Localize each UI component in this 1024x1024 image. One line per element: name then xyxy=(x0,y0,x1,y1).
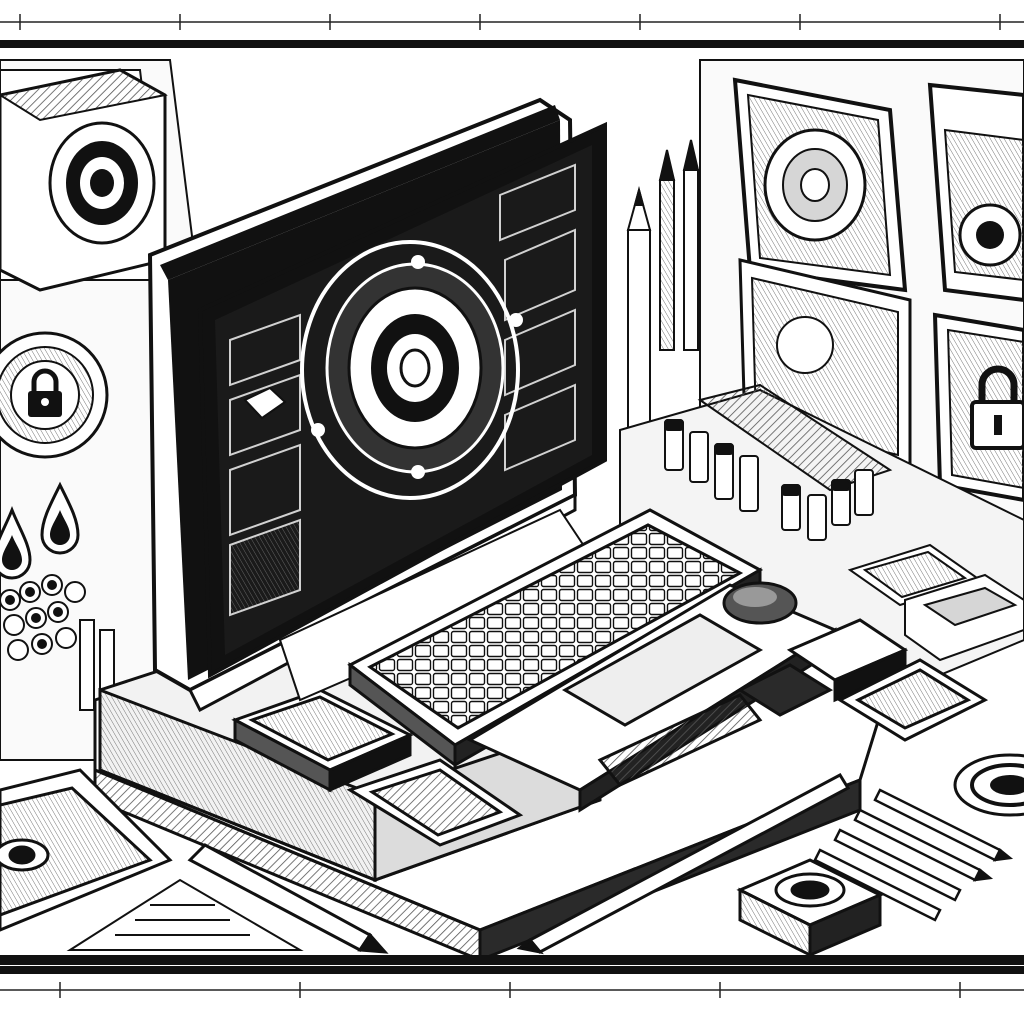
mouse-icon xyxy=(722,581,798,625)
target-device-top-left xyxy=(0,68,168,292)
chip-icon xyxy=(847,543,1024,662)
monitor-screen xyxy=(197,121,607,679)
square-module-device xyxy=(231,688,414,793)
target-icon xyxy=(953,753,1024,817)
target-panel-far-right xyxy=(927,82,1024,303)
speaker-cube xyxy=(736,858,884,958)
screen-target-display xyxy=(300,240,523,500)
padlock-icon xyxy=(970,365,1024,450)
bottom-left-triangle-plate xyxy=(66,878,304,951)
motherboard-components xyxy=(619,383,1024,702)
bottom-left-tray xyxy=(0,768,173,932)
droplet-icon xyxy=(0,481,80,580)
padlock-icon xyxy=(28,368,62,417)
pencil-icon xyxy=(626,139,700,441)
padlock-panel-right xyxy=(932,312,1024,503)
circuit-module-device xyxy=(346,758,524,847)
target-icon xyxy=(48,121,156,245)
stylus-set xyxy=(813,788,1014,922)
pencil-icon xyxy=(187,843,389,954)
pencil-icon xyxy=(516,773,851,955)
bottom-ruler xyxy=(0,966,1024,998)
target-panel-top-right xyxy=(732,77,908,293)
padlock-medallion-left xyxy=(0,331,109,459)
front-base-rim xyxy=(0,955,1024,965)
control-module-row xyxy=(597,618,989,787)
top-ruler xyxy=(0,14,1024,48)
machine-parts-cluster xyxy=(0,574,115,711)
monitor xyxy=(147,97,607,713)
